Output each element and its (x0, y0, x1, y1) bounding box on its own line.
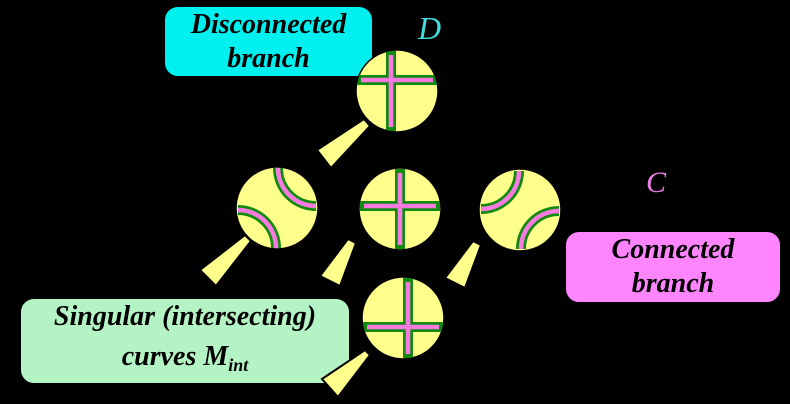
mid-left-lens (235, 166, 319, 250)
lens-circle (355, 49, 439, 133)
zoom-beam-top (315, 117, 372, 170)
disconnected-branch-box: Disconnected branch (162, 4, 375, 79)
cross-curves (357, 51, 437, 131)
singular-line2-main: curves M (121, 341, 229, 372)
top-lens (355, 49, 439, 133)
connected-branch-box: Connected branch (563, 229, 783, 305)
singular-line1: Singular (intersecting) (53, 301, 317, 332)
singular-curves-box: Singular (intersecting) curves Mint (18, 296, 352, 386)
bottom-lens (361, 276, 445, 360)
zoom-beam-mid-left (198, 233, 253, 288)
lens-circle (235, 166, 319, 250)
singular-line2-subscript: int (228, 355, 249, 375)
mid-center-lens (358, 167, 442, 251)
mid-right-lens (478, 168, 562, 252)
lens-circle (478, 168, 562, 252)
zoom-beam-mid-right (443, 239, 483, 290)
connected-line2: branch (631, 268, 715, 299)
connected-line1: Connected (611, 234, 735, 265)
hyperbola-arcs (237, 167, 317, 249)
zoom-beam-bottom (320, 348, 372, 399)
disconnected-line2: branch (227, 42, 310, 74)
cross-curves (360, 169, 440, 249)
branch-label-d: D (418, 10, 442, 46)
cross-curves (363, 278, 443, 358)
singular-line2: curves Mint (122, 337, 249, 385)
zoom-beam-mid-center (318, 237, 358, 288)
hyperbola-arcs (480, 170, 560, 250)
branch-label-c: C (646, 166, 667, 199)
disconnected-line1: Disconnected (190, 8, 347, 40)
